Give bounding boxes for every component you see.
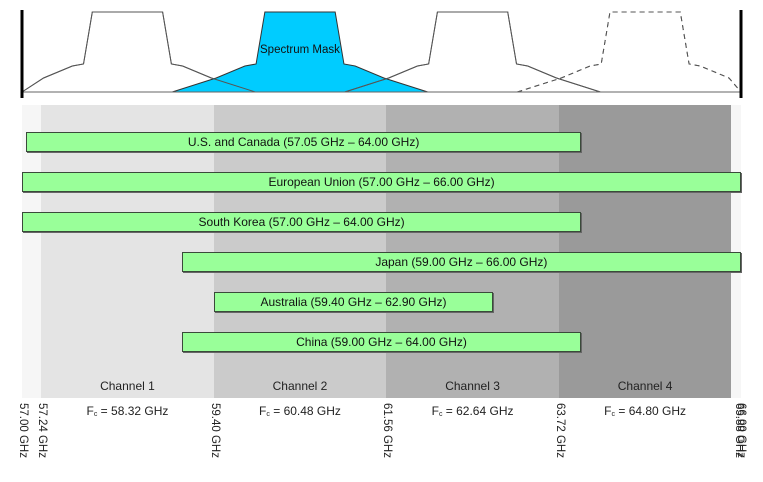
fc-subscript: c [438,411,443,418]
channel-band-4 [558,105,732,398]
region-label: European Union (57.00 GHz – 66.00 GHz) [268,175,495,189]
region-label: Japan (59.00 GHz – 66.00 GHz) [375,255,548,269]
fc-symbol: F [431,404,439,418]
spectrum-mask-title: Spectrum Mask [260,44,340,56]
spectrum-mask-outline-1 [21,11,256,93]
region-bar-japan: Japan (59.00 GHz – 66.00 GHz) [181,252,741,272]
channel-label-1: Channel 1 [100,379,155,393]
spectrum-mask-channel-2 [172,11,428,93]
center-frequency-label-4: Fc = 64.80 GHz [575,404,715,418]
channel-label-3: Channel 3 [445,379,500,393]
fc-value: = 64.80 GHz [615,404,687,418]
region-bar-australia: Australia (59.40 GHz – 62.90 GHz) [213,292,494,312]
tick-label: 57.24 GHz [36,403,49,458]
region-label: U.S. and Canada (57.05 GHz – 64.00 GHz) [187,135,420,149]
fc-symbol: F [604,404,612,418]
tick-label: 66.00 GHz [735,403,747,458]
region-label: South Korea (57.00 GHz – 64.00 GHz) [198,215,405,229]
fc-subscript: c [611,411,616,418]
fc-value: = 58.32 GHz [97,404,169,418]
tick-label: 61.56 GHz [381,403,394,458]
tick-label: 63.72 GHz [553,403,566,458]
fc-value: = 60.48 GHz [269,404,341,418]
fc-symbol: F [259,404,267,418]
center-frequency-label-3: Fc = 62.64 GHz [403,404,543,418]
fc-subscript: c [266,411,270,418]
fc-value: = 62.64 GHz [442,404,514,418]
region-label: Australia (59.40 GHz – 62.90 GHz) [260,295,447,309]
region-bar-china: China (59.00 GHz – 64.00 GHz) [181,332,582,352]
region-bar-european-union: European Union (57.00 GHz – 66.00 GHz) [22,172,741,192]
fc-subscript: c [93,411,98,418]
tick-label: 57.00 GHz [17,403,29,458]
spectrum-mask-plot [20,10,743,98]
region-bar-u-s-and-canada: U.S. and Canada (57.05 GHz – 64.00 GHz) [25,132,582,152]
spectrum-mask-outline-3 [344,11,601,93]
spectrum-mask-outline-4 [517,11,742,93]
channel-label-4: Channel 4 [617,379,673,393]
center-frequency-label-2: Fc = 60.48 GHz [230,404,370,418]
channel-label-2: Channel 2 [272,379,328,393]
tick-label: 59.40 GHz [208,403,221,458]
center-frequency-label-1: Fc = 58.32 GHz [57,404,197,418]
spectrum-mask-channel-4 [517,11,743,93]
region-bar-south-korea: South Korea (57.00 GHz – 64.00 GHz) [22,212,582,232]
fc-symbol: F [86,404,94,418]
region-label: China (59.00 GHz – 64.00 GHz) [296,335,467,349]
